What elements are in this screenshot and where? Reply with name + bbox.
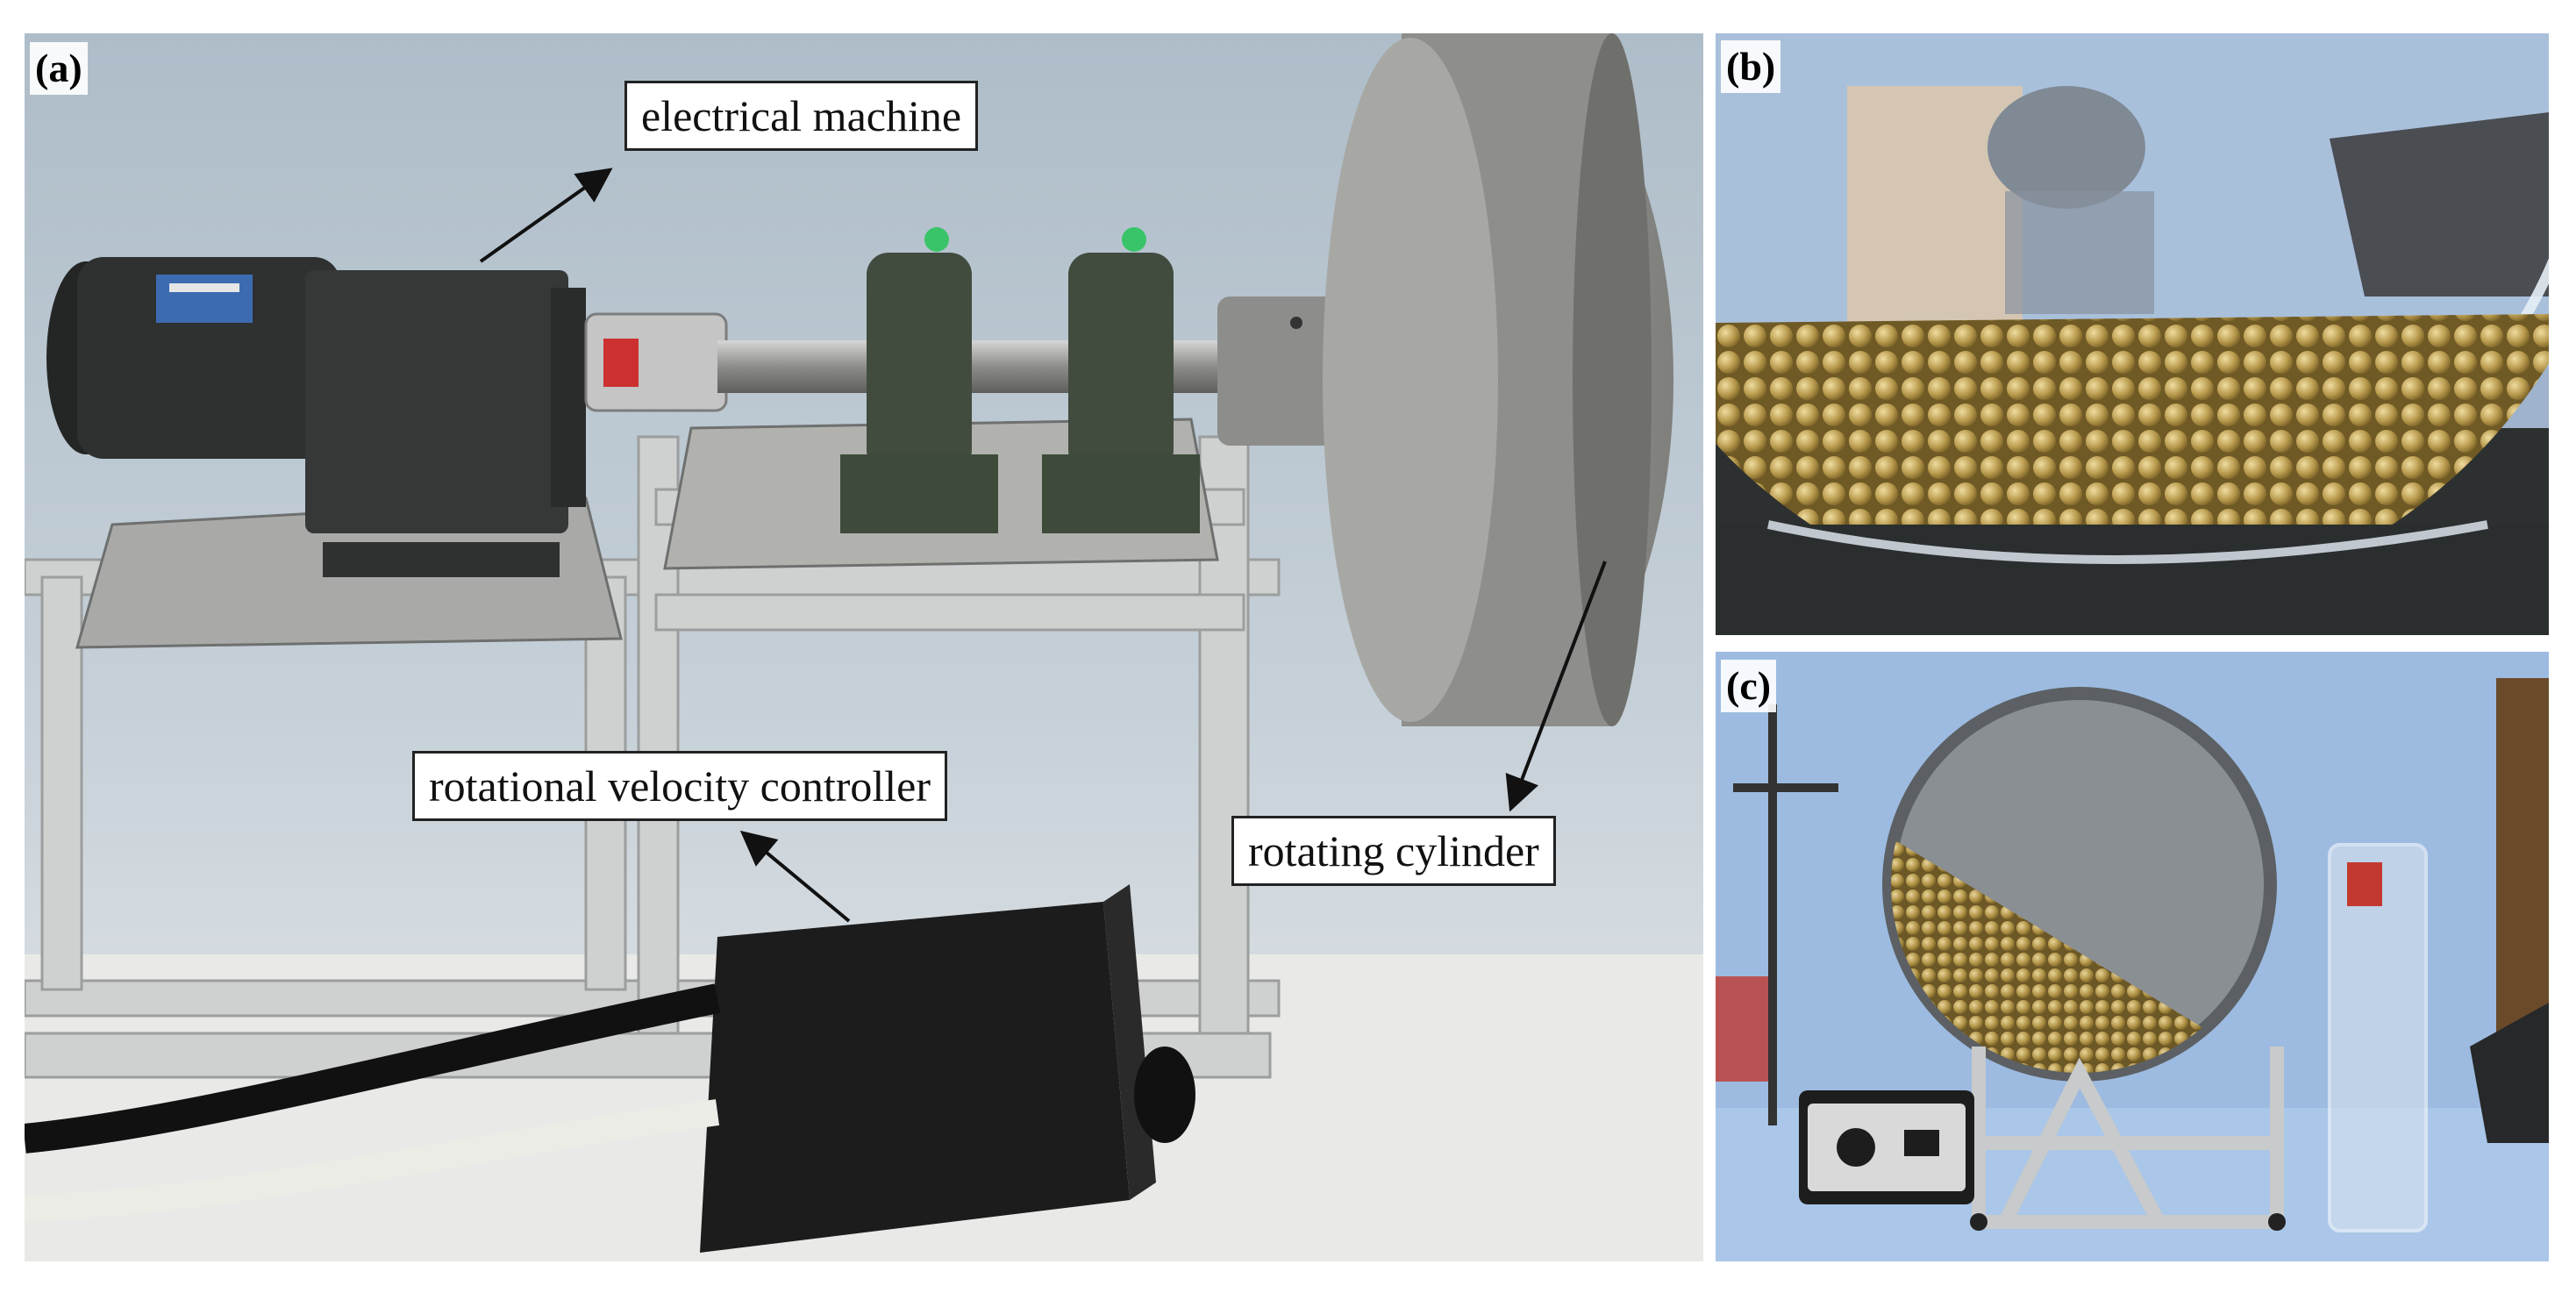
- callout-rotational-velocity-controller: rotational velocity controller: [412, 751, 948, 821]
- panel-c-setup-front-photo: [1716, 652, 2549, 1261]
- panel-label-b: (b): [1721, 40, 1781, 93]
- beads-in-cylinder-illustration: [1716, 33, 2549, 635]
- panel-b-cylinder-closeup-photo: [1716, 33, 2549, 635]
- panel-label-c: (c): [1721, 660, 1777, 712]
- setup-front-illustration: [1716, 652, 2549, 1261]
- apparatus-photo-illustration: [25, 33, 1703, 1261]
- panel-label-a: (a): [30, 42, 88, 95]
- panel-a-apparatus-photo: [25, 33, 1703, 1261]
- callout-electrical-machine: electrical machine: [624, 81, 979, 151]
- callout-rotating-cylinder: rotating cylinder: [1231, 816, 1556, 886]
